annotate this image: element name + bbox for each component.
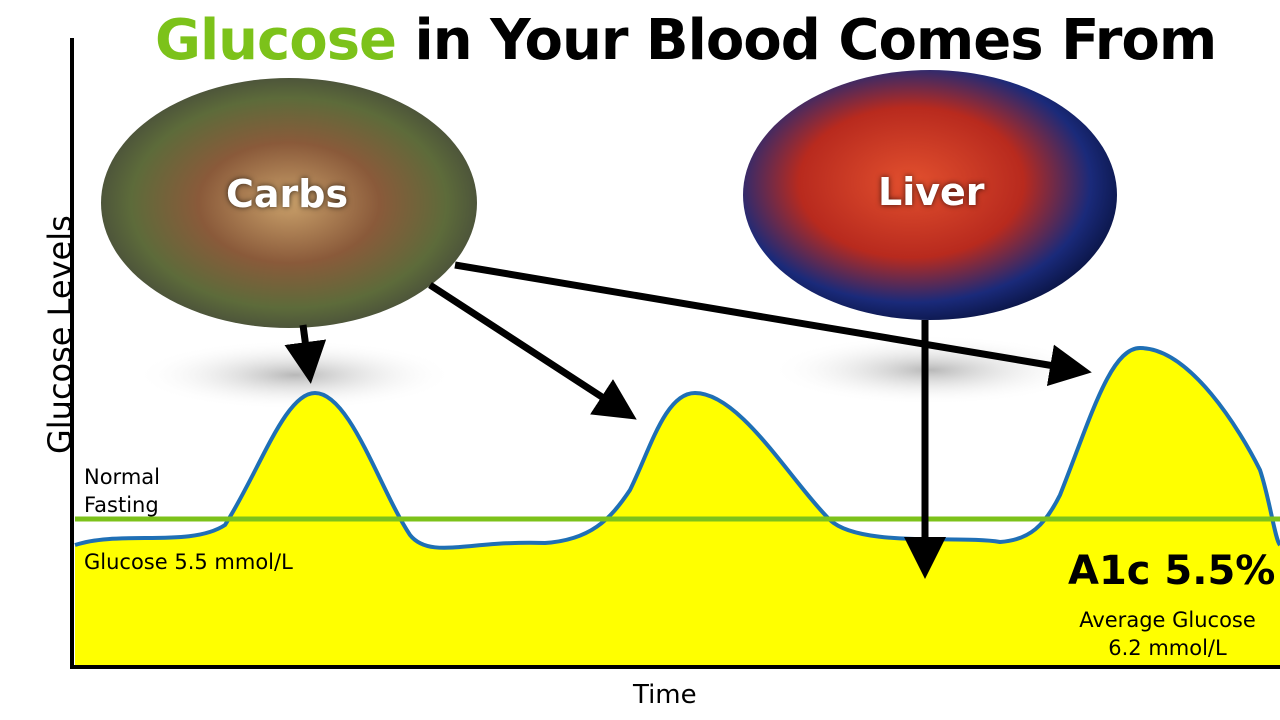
title-rest: in Your Blood Comes From bbox=[396, 8, 1218, 73]
title-highlight: Glucose bbox=[155, 8, 397, 73]
average-glucose-label: Average Glucose bbox=[1079, 608, 1256, 632]
fasting-glucose-value: Glucose 5.5 mmol/L bbox=[84, 550, 293, 574]
average-glucose: Average Glucose 6.2 mmol/L bbox=[1060, 606, 1275, 662]
arrows bbox=[284, 261, 1092, 579]
normal-label: Normal bbox=[84, 465, 160, 489]
x-axis-label: Time bbox=[633, 680, 697, 710]
liver-shadow bbox=[770, 335, 1090, 405]
y-axis-label: Glucose Levels bbox=[41, 215, 79, 454]
carbs-label: Carbs bbox=[226, 172, 349, 216]
liver-image bbox=[743, 70, 1117, 320]
arrow-carbs-peak1 bbox=[284, 324, 327, 384]
average-glucose-value: 6.2 mmol/L bbox=[1108, 636, 1227, 660]
carbs-image bbox=[101, 78, 477, 328]
arrow-carbs-peak2 bbox=[428, 282, 637, 420]
fasting-label: Fasting bbox=[84, 493, 159, 517]
page-title: Glucose in Your Blood Comes From bbox=[0, 8, 1280, 73]
liver-label: Liver bbox=[878, 170, 985, 214]
carbs-shadow bbox=[135, 340, 455, 410]
glucose-curve bbox=[74, 345, 1280, 550]
arrow-carbs-peak3 bbox=[454, 261, 1092, 387]
a1c-value: A1c 5.5% bbox=[1068, 548, 1276, 594]
glucose-area bbox=[75, 348, 1280, 665]
